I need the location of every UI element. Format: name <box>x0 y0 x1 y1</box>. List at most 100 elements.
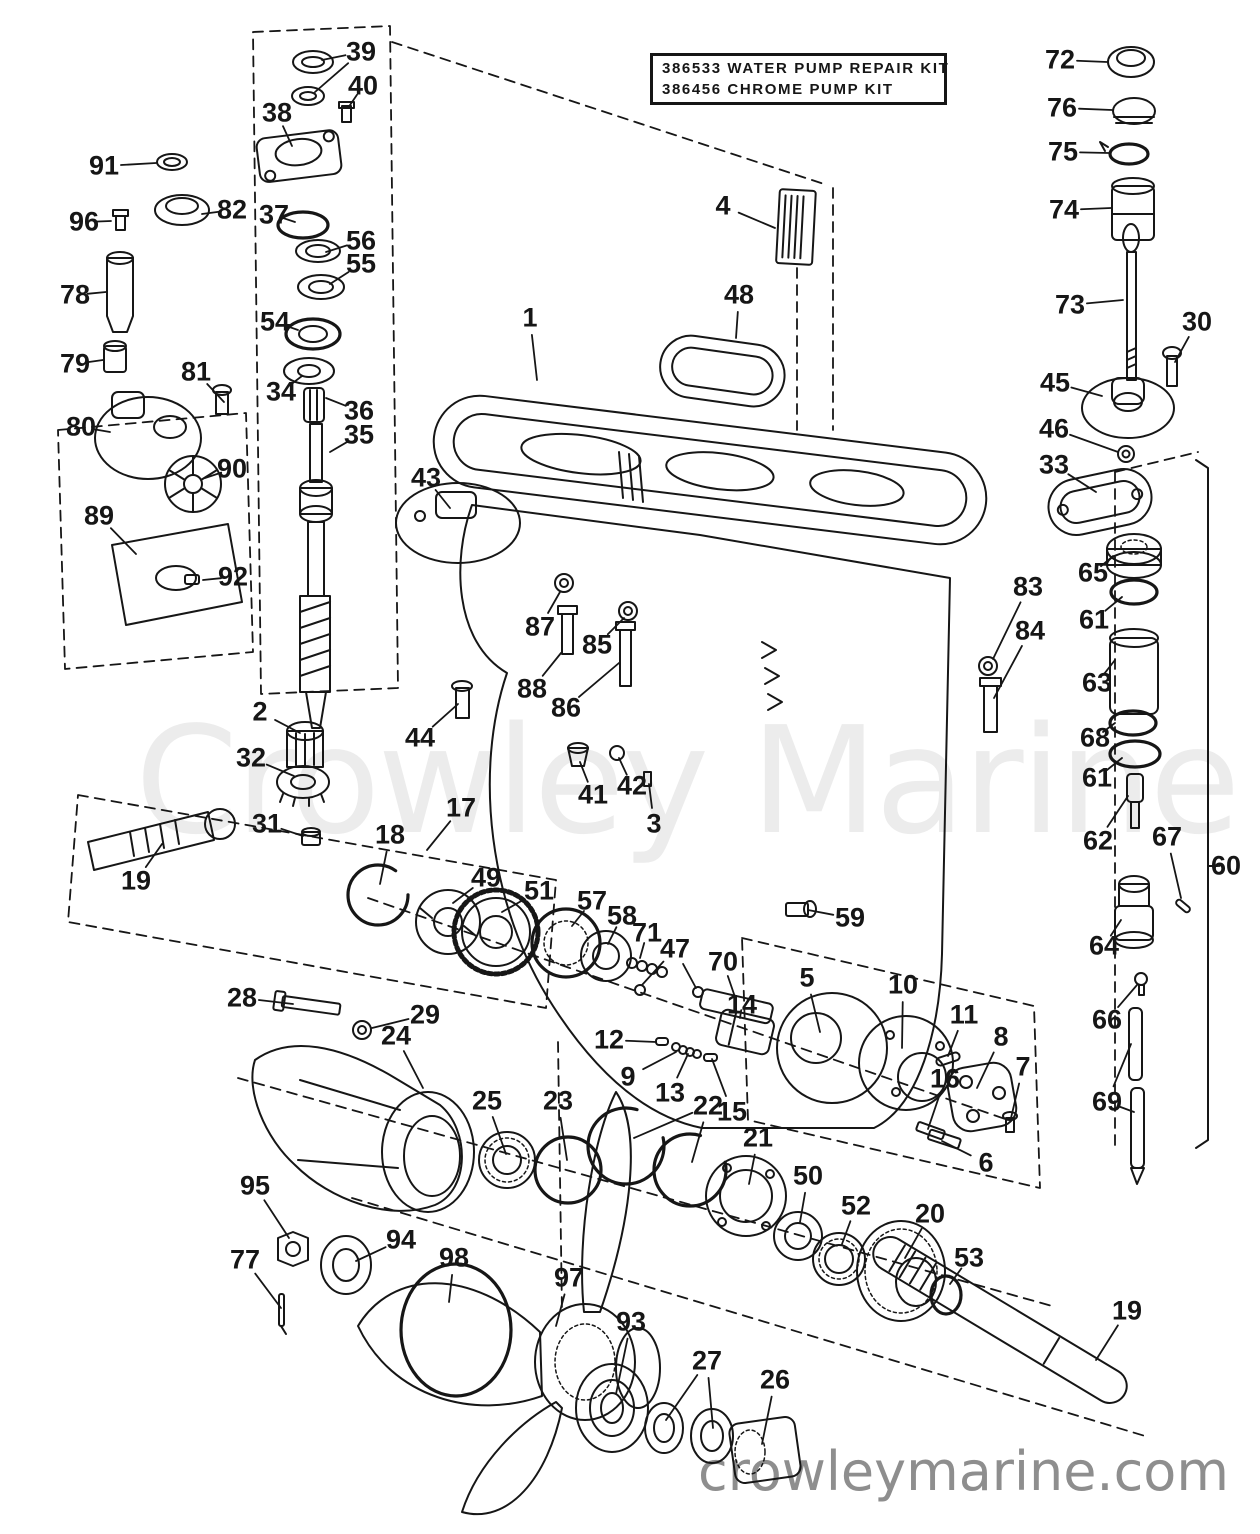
group-bracket-60 <box>1195 459 1218 1149</box>
part-label-37: 37 <box>258 199 290 230</box>
part-label-63: 63 <box>1081 667 1113 698</box>
leader-line <box>379 850 388 885</box>
leader-line <box>325 244 348 253</box>
part-label-48: 48 <box>723 279 755 310</box>
leader-line <box>904 1227 923 1259</box>
leader-line <box>682 963 697 989</box>
part-label-83: 83 <box>1012 571 1044 602</box>
leader-line <box>1102 722 1116 733</box>
leader-line <box>927 1094 941 1130</box>
leader-line <box>547 591 561 614</box>
leader-line <box>1109 919 1122 937</box>
leader-line <box>144 843 163 868</box>
leader-line <box>329 271 350 285</box>
leader-line <box>615 1337 629 1395</box>
leader-line <box>1010 1082 1021 1119</box>
part-label-89: 89 <box>83 500 115 531</box>
leader-line <box>1116 1105 1135 1113</box>
part-label-82: 82 <box>216 194 248 225</box>
part-label-49: 49 <box>470 862 502 893</box>
leader-line <box>448 1273 453 1303</box>
leader-line <box>579 761 589 783</box>
leader-line <box>85 359 104 364</box>
leader-line <box>501 898 526 913</box>
leader-line <box>371 1018 410 1029</box>
part-label-28: 28 <box>226 982 258 1013</box>
leader-line <box>1174 335 1190 363</box>
part-label-45: 45 <box>1039 367 1071 398</box>
part-label-54: 54 <box>259 306 291 337</box>
leader-line <box>559 1116 568 1161</box>
leader-line <box>431 703 459 728</box>
part-label-11: 11 <box>949 999 979 1030</box>
part-label-50: 50 <box>792 1160 824 1191</box>
leader-line <box>120 162 157 166</box>
part-label-61: 61 <box>1078 604 1110 635</box>
part-label-51: 51 <box>523 875 555 906</box>
leader-line <box>355 1246 387 1262</box>
part-label-69: 69 <box>1091 1086 1123 1117</box>
leader-line <box>1112 1043 1132 1088</box>
part-label-23: 23 <box>542 1085 574 1116</box>
part-label-29: 29 <box>409 999 441 1030</box>
part-label-34: 34 <box>265 376 297 407</box>
leader-line <box>648 783 653 809</box>
part-label-86: 86 <box>550 692 582 723</box>
part-label-27: 27 <box>691 1345 723 1376</box>
part-label-96: 96 <box>68 206 100 237</box>
leader-line <box>707 1377 714 1429</box>
leader-line <box>739 1009 743 1019</box>
part-label-9: 9 <box>620 1061 636 1092</box>
part-label-93: 93 <box>615 1306 647 1337</box>
leader-line <box>691 1121 705 1163</box>
right-column-parts <box>1047 46 1191 1185</box>
leader-line <box>726 975 736 998</box>
leader-lines <box>85 54 1221 1445</box>
leader-line <box>1117 984 1138 1008</box>
leader-line <box>992 601 1022 660</box>
leader-line <box>288 375 303 387</box>
leader-line <box>761 1395 773 1445</box>
watermark-bottom: crowleymarine.com <box>698 1440 1229 1503</box>
part-label-22: 22 <box>692 1090 724 1121</box>
kit-line-2: 386456 CHROME PUMP KIT <box>662 81 894 98</box>
part-label-55: 55 <box>345 248 377 279</box>
leader-line <box>283 324 299 331</box>
leader-line <box>737 211 776 229</box>
part-label-90: 90 <box>216 453 248 484</box>
leader-line <box>642 1051 677 1071</box>
part-label-78: 78 <box>59 279 91 310</box>
part-label-36: 36 <box>343 395 375 426</box>
leader-line <box>280 827 304 837</box>
part-label-59: 59 <box>834 902 866 933</box>
part-label-8: 8 <box>993 1021 1009 1052</box>
leader-line <box>748 1153 756 1185</box>
housing-fasteners <box>395 482 1002 918</box>
part-label-58: 58 <box>606 900 638 931</box>
leader-line <box>618 757 628 776</box>
leader-line <box>254 1272 282 1309</box>
part-label-87: 87 <box>524 611 556 642</box>
part-label-91: 91 <box>88 150 120 181</box>
leader-line <box>1086 299 1124 305</box>
part-label-62: 62 <box>1082 825 1114 856</box>
leader-line <box>314 62 350 93</box>
part-label-61: 61 <box>1081 762 1113 793</box>
leader-line <box>202 577 222 581</box>
leader-line <box>1100 555 1114 568</box>
leader-line <box>976 1051 995 1089</box>
leader-line <box>531 333 538 381</box>
part-label-1: 1 <box>522 302 538 333</box>
part-label-21: 21 <box>742 1122 774 1153</box>
part-label-19: 19 <box>1111 1295 1143 1326</box>
part-label-10: 10 <box>887 969 919 1000</box>
part-label-53: 53 <box>953 1242 985 1273</box>
part-label-4: 4 <box>715 190 731 221</box>
anode-and-gasket <box>659 188 817 408</box>
part-label-76: 76 <box>1046 92 1078 123</box>
leader-line <box>325 397 347 407</box>
part-label-44: 44 <box>404 722 436 753</box>
leader-line <box>434 489 451 509</box>
